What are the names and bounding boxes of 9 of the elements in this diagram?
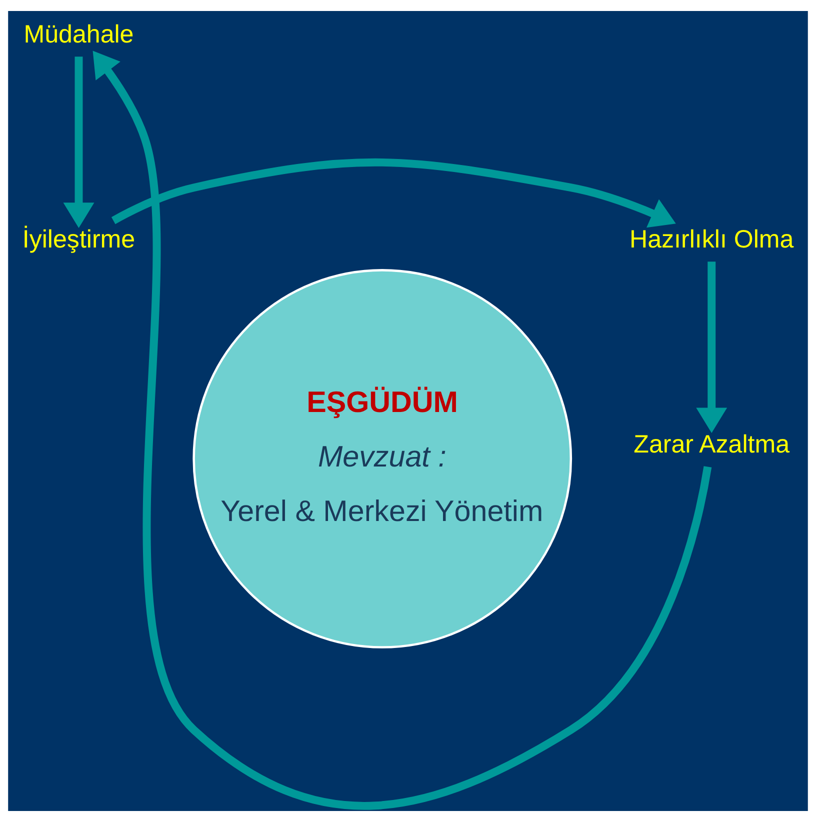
node-text: Müdahale: [24, 20, 134, 48]
arrow: [696, 262, 728, 434]
node-text: Hazırlıklı Olma: [630, 226, 794, 254]
arrow: [111, 158, 676, 228]
node-circle: EŞGÜDÜM Mevzuat : Yerel & Merkezi Yönetim: [192, 269, 572, 648]
node-text: İyileştirme: [22, 226, 136, 254]
arrow: [92, 50, 712, 810]
node-text: Zarar Azaltma: [634, 430, 790, 459]
arrow: [63, 56, 94, 228]
